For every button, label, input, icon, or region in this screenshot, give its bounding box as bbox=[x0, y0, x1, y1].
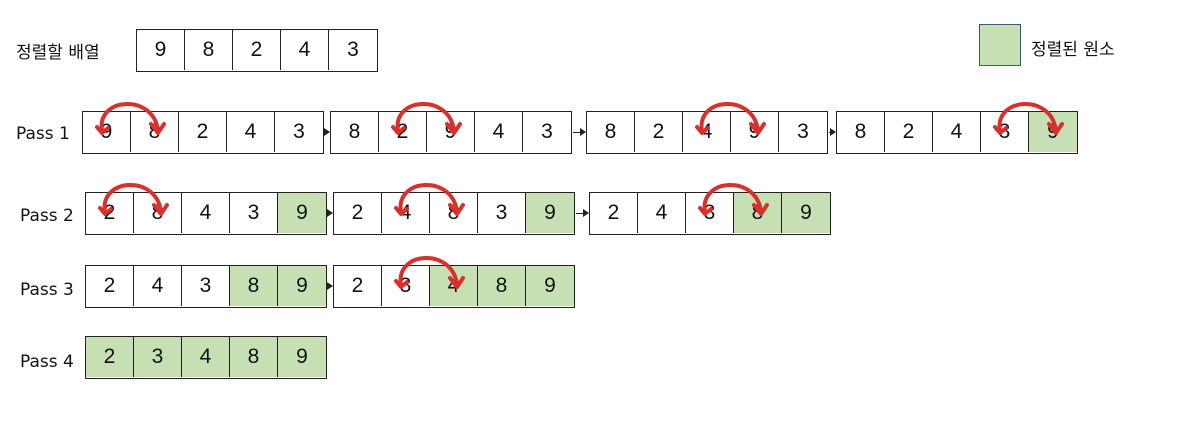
initial-array-cell-3: 4 bbox=[281, 30, 329, 70]
pass-4-step-1-cell-1: 3 bbox=[134, 337, 182, 377]
pass-4-step-1-cell-3: 8 bbox=[230, 337, 278, 377]
pass-1-step-1-cell-2: 2 bbox=[179, 112, 227, 152]
step-connector-arrow bbox=[573, 128, 586, 136]
unsorted-array-label: 정렬할 배열 bbox=[16, 43, 100, 63]
pass-1-step-3-cell-3: 9 bbox=[731, 112, 779, 152]
pass-2-step-3-cell-4: 9 bbox=[782, 193, 830, 233]
initial-array-cell-2: 2 bbox=[233, 30, 281, 70]
initial-array-cell-0: 9 bbox=[137, 30, 185, 70]
pass-3-step-2-cell-4: 9 bbox=[526, 266, 574, 306]
pass-3-step-2-cell-1: 3 bbox=[382, 266, 430, 306]
pass-4-step-1-cell-2: 4 bbox=[182, 337, 230, 377]
pass-2-step-3-cell-0: 2 bbox=[590, 193, 638, 233]
pass-3-step-1-cell-3: 8 bbox=[230, 266, 278, 306]
pass-1-step-2-cell-0: 8 bbox=[331, 112, 379, 152]
pass-3-step-1-cell-2: 3 bbox=[182, 266, 230, 306]
pass-2-step-1-cell-0: 2 bbox=[86, 193, 134, 233]
pass-1-step-4-cell-0: 8 bbox=[837, 112, 885, 152]
step-connector-arrow bbox=[576, 209, 589, 217]
pass-label-1: Pass 1 bbox=[16, 124, 70, 144]
pass-1-step-2-cell-3: 4 bbox=[475, 112, 523, 152]
initial-array-cell-1: 8 bbox=[185, 30, 233, 70]
pass-2-step-1-cell-3: 3 bbox=[230, 193, 278, 233]
pass-2-step-2-cell-3: 3 bbox=[478, 193, 526, 233]
step-connector-arrow bbox=[829, 128, 836, 136]
pass-1-step-4-cell-1: 2 bbox=[885, 112, 933, 152]
pass-label-4: Pass 4 bbox=[20, 352, 74, 372]
pass-1-step-3-cell-4: 3 bbox=[797, 120, 809, 143]
pass-1-step-1-cell-4: 3 bbox=[293, 120, 305, 143]
pass-2-step-2-cell-0: 2 bbox=[334, 193, 382, 233]
pass-2-step-2-cell-4: 9 bbox=[526, 193, 574, 233]
pass-4-step-1-cell-0: 2 bbox=[86, 337, 134, 377]
legend-sorted-label: 정렬된 원소 bbox=[1031, 40, 1115, 60]
pass-1-step-3-cell-1: 2 bbox=[635, 112, 683, 152]
pass-2-step-1-cell-2: 4 bbox=[182, 193, 230, 233]
pass-1-step-2-cell-1: 2 bbox=[379, 112, 427, 152]
step-connector-arrow bbox=[327, 282, 333, 290]
pass-1-step-4-cell-3: 3 bbox=[981, 112, 1029, 152]
pass-1-step-2-cell-4: 3 bbox=[541, 120, 553, 143]
pass-label-2: Pass 2 bbox=[20, 206, 74, 226]
pass-3-step-1-cell-4: 9 bbox=[278, 266, 326, 306]
pass-1-step-4-cell-2: 4 bbox=[933, 112, 981, 152]
pass-2-step-3-cell-1: 4 bbox=[638, 193, 686, 233]
pass-2-step-3-cell-3: 8 bbox=[734, 193, 782, 233]
pass-1-step-1-cell-3: 4 bbox=[227, 112, 275, 152]
pass-3-step-1-cell-0: 2 bbox=[86, 266, 134, 306]
pass-2-step-2-cell-2: 8 bbox=[430, 193, 478, 233]
pass-3-step-2-cell-0: 2 bbox=[334, 266, 382, 306]
legend-sorted-swatch bbox=[979, 24, 1021, 66]
pass-1-step-1-cell-1: 8 bbox=[131, 112, 179, 152]
pass-4-step-1-cell-4: 9 bbox=[278, 337, 326, 377]
pass-label-3: Pass 3 bbox=[20, 280, 74, 300]
pass-3-step-2-cell-2: 4 bbox=[430, 266, 478, 306]
step-connector-arrow bbox=[324, 128, 330, 136]
pass-1-step-2-cell-2: 9 bbox=[427, 112, 475, 152]
pass-2-step-3-cell-2: 3 bbox=[686, 193, 734, 233]
pass-2-step-1-cell-4: 9 bbox=[278, 193, 326, 233]
step-connector-arrow bbox=[327, 209, 333, 217]
pass-1-step-4-cell-4: 9 bbox=[1029, 112, 1077, 152]
pass-3-step-1-cell-1: 4 bbox=[134, 266, 182, 306]
initial-array-cell-4: 3 bbox=[347, 38, 359, 61]
pass-2-step-2-cell-1: 4 bbox=[382, 193, 430, 233]
pass-1-step-3-cell-2: 4 bbox=[683, 112, 731, 152]
pass-1-step-1-cell-0: 9 bbox=[83, 112, 131, 152]
pass-3-step-2-cell-3: 8 bbox=[478, 266, 526, 306]
pass-1-step-3-cell-0: 8 bbox=[587, 112, 635, 152]
pass-2-step-1-cell-1: 8 bbox=[134, 193, 182, 233]
